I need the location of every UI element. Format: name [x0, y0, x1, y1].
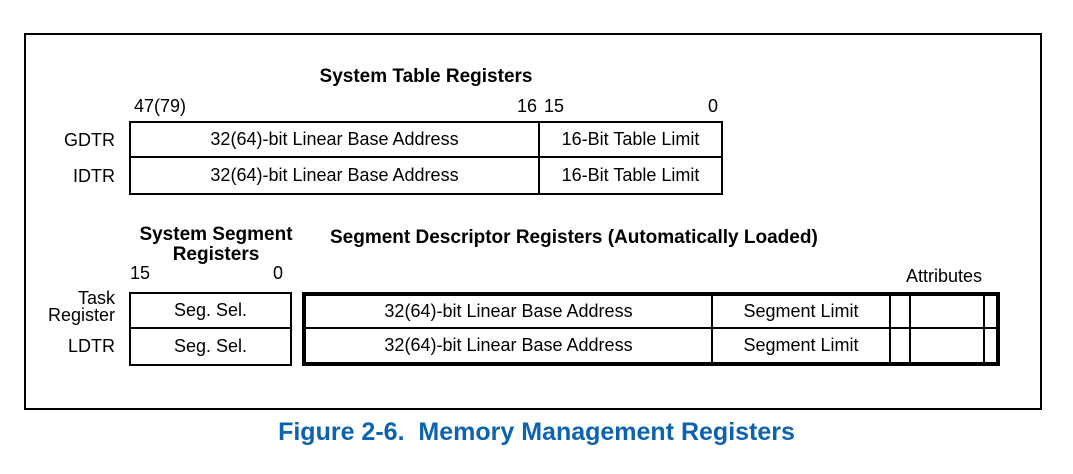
- figure-frame: [24, 33, 1042, 410]
- idtr-table-limit-cell: 16-Bit Table Limit: [561, 165, 700, 185]
- attributes-label: Attributes: [905, 266, 983, 286]
- bit-label-0-low: 0: [272, 263, 283, 283]
- idtr-base-address-cell: 32(64)-bit Linear Base Address: [131, 158, 540, 193]
- system-segment-registers-title: System Segment Registers: [129, 225, 303, 265]
- gdtr-label: GDTR: [64, 130, 115, 150]
- system-segment-title-line1: System Segment: [139, 224, 293, 245]
- segment-descriptor-registers-table: 32(64)-bit Linear Base Address Segment L…: [302, 292, 1000, 366]
- bit-label-47-79: 47(79): [134, 96, 187, 116]
- bit-labels-high: 47(79) 16: [129, 96, 540, 117]
- task-attribute-cell-2: [909, 296, 983, 329]
- bit-labels-segment-selector: 15 0: [129, 263, 292, 284]
- bit-label-16: 16: [516, 96, 537, 116]
- system-segment-title-line2: Registers: [172, 244, 260, 265]
- segment-descriptor-registers-title: Segment Descriptor Registers (Automatica…: [330, 227, 818, 248]
- task-register-label-line1: Task: [77, 288, 115, 308]
- idtr-label: IDTR: [73, 166, 115, 186]
- task-register-label: Task Register: [24, 288, 115, 325]
- task-attribute-cell-3: [983, 296, 996, 329]
- ldtr-seg-sel-cell: Seg. Sel.: [173, 336, 248, 356]
- bit-label-0: 0: [707, 96, 718, 116]
- figure-caption: Figure 2-6. Memory Management Registers: [278, 418, 795, 446]
- ldtr-attribute-cell-3: [983, 329, 996, 362]
- task-attribute-cell-1: [889, 296, 909, 329]
- task-base-address-cell: 32(64)-bit Linear Base Address: [306, 296, 711, 329]
- bit-labels-low: 15 0: [540, 96, 723, 117]
- ldtr-attribute-cell-2: [909, 329, 983, 362]
- bit-label-15-low: 15: [130, 263, 151, 283]
- gdtr-table-limit-cell: 16-Bit Table Limit: [540, 123, 721, 158]
- ldtr-label: LDTR: [67, 336, 115, 356]
- ldtr-base-address-cell: 32(64)-bit Linear Base Address: [384, 335, 633, 355]
- ldtr-attribute-cell-1: [889, 329, 909, 362]
- system-table-registers-table: 32(64)-bit Linear Base Address 16-Bit Ta…: [129, 121, 723, 195]
- system-table-registers-title: System Table Registers: [319, 66, 533, 87]
- task-segment-limit-cell: Segment Limit: [711, 296, 889, 329]
- bit-label-15: 15: [544, 96, 565, 116]
- ldtr-segment-limit-cell: Segment Limit: [711, 329, 889, 362]
- gdtr-base-address-cell: 32(64)-bit Linear Base Address: [131, 123, 540, 158]
- task-register-label-line2: Register: [47, 305, 115, 325]
- task-seg-sel-cell: Seg. Sel.: [131, 294, 290, 329]
- segment-selector-table: Seg. Sel. Seg. Sel.: [129, 292, 292, 366]
